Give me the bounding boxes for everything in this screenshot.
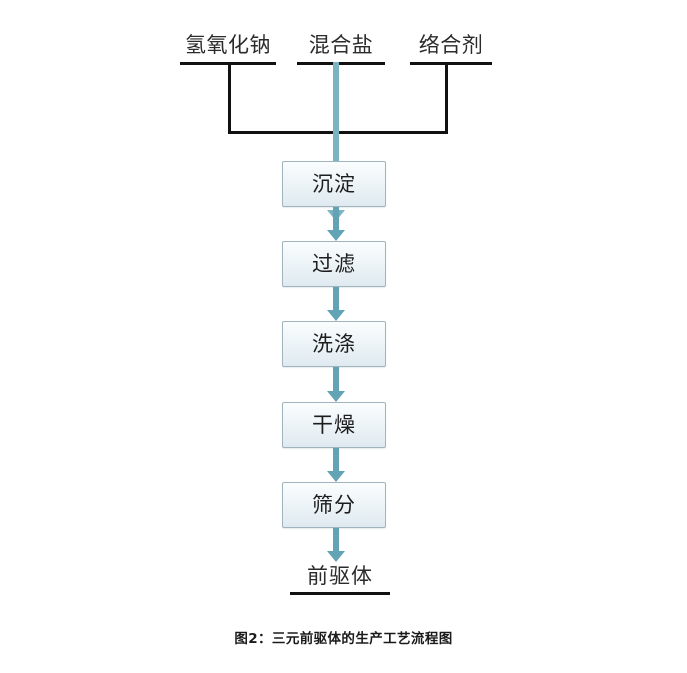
manifold-left-drop [228,62,231,134]
step-arrow-shaft [333,207,339,230]
input-label-mixed-salt: 混合盐 [308,33,374,57]
step-arrow-shaft [333,448,339,471]
step-arrow-head [327,230,345,241]
process-step-label: 筛分 [312,493,356,517]
input-label-complexing-agent: 络合剂 [418,33,484,57]
process-step-sieving[interactable]: 筛分 [282,482,386,528]
step-arrow-head [327,471,345,482]
step-arrow-icon [327,287,345,321]
manifold-right-drop [445,62,448,134]
step-arrow-shaft [333,528,339,551]
process-step-precipitation[interactable]: 沉淀 [282,161,386,207]
step-arrow-icon [327,207,345,241]
process-step-label: 洗涤 [312,332,356,356]
step-arrow-shaft [333,287,339,310]
process-step-filtration[interactable]: 过滤 [282,241,386,287]
input-rule-mixed-salt [297,62,385,65]
process-step-label: 干燥 [312,413,356,437]
step-arrow-icon [327,448,345,482]
step-arrow-shaft [333,367,339,391]
output-rule [290,592,390,595]
process-step-label: 过滤 [312,252,356,276]
feed-arrow-shaft [333,62,339,210]
step-arrow-head [327,391,345,402]
step-arrow-icon [327,367,345,402]
input-rule-complexing-agent [410,62,492,65]
input-label-sodium-hydroxide: 氢氧化钠 [185,33,271,57]
process-step-label: 沉淀 [312,172,356,196]
step-arrow-icon [327,528,345,562]
step-arrow-head [327,310,345,321]
process-step-drying[interactable]: 干燥 [282,402,386,448]
figure-caption: 图2：三元前驱体的生产工艺流程图 [234,631,453,647]
step-arrow-head [327,551,345,562]
process-step-washing[interactable]: 洗涤 [282,321,386,367]
output-label-precursor: 前驱体 [307,564,373,588]
